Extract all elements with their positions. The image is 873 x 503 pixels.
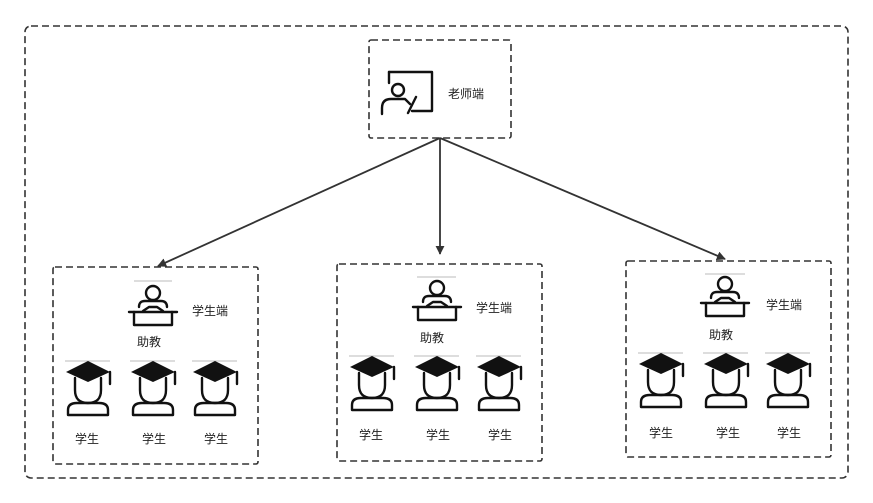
students-row: 学生 学生 学生 xyxy=(65,360,239,446)
student-label: 学生 xyxy=(142,431,166,446)
group-box xyxy=(52,266,259,465)
graduate-student-icon xyxy=(131,361,177,417)
student-label: 学生 xyxy=(649,425,673,440)
student-1: 学生 xyxy=(349,355,396,442)
student-3: 学生 xyxy=(476,355,523,442)
student-label: 学生 xyxy=(777,425,801,440)
student-2: 学生 xyxy=(414,355,461,442)
graduate-student-icon xyxy=(704,353,750,409)
outer-frame xyxy=(24,25,849,479)
arrows xyxy=(157,137,726,267)
student-2: 学生 xyxy=(130,360,177,446)
student-label: 学生 xyxy=(359,427,383,442)
graduate-student-icon xyxy=(193,361,239,417)
arrow-to-group-1 xyxy=(157,137,441,267)
assistant-label: 助教 xyxy=(137,334,161,349)
graduate-student-icon xyxy=(66,361,112,417)
assistant-label: 助教 xyxy=(709,327,733,342)
assistant-label: 助教 xyxy=(420,330,444,345)
student-3: 学生 xyxy=(192,360,239,446)
student-label: 学生 xyxy=(426,427,450,442)
graduate-student-icon xyxy=(639,353,685,409)
group-title: 学生端 xyxy=(766,297,802,312)
student-3: 学生 xyxy=(765,352,812,440)
students-row: 学生 学生 学生 xyxy=(638,352,812,440)
assistant-lectern-icon xyxy=(127,284,179,327)
group-title: 学生端 xyxy=(192,303,228,318)
student-label: 学生 xyxy=(75,431,99,446)
graduate-student-icon xyxy=(477,356,523,412)
student-group-1: 学生端 助教 学生 学生 xyxy=(52,266,259,465)
student-label: 学生 xyxy=(488,427,512,442)
teacher-whiteboard-icon xyxy=(380,70,434,116)
teacher-label: 老师端 xyxy=(448,87,484,101)
student-group-2: 学生端 助教 学生 学生 xyxy=(336,263,543,462)
graduate-student-icon xyxy=(766,353,812,409)
student-1: 学生 xyxy=(65,360,112,446)
graduate-student-icon xyxy=(350,356,396,412)
assistant-lectern-icon xyxy=(411,279,463,322)
student-label: 学生 xyxy=(716,425,740,440)
student-label: 学生 xyxy=(204,431,228,446)
group-box xyxy=(336,263,543,462)
student-1: 学生 xyxy=(638,352,685,440)
teacher-node: 老师端 xyxy=(368,39,512,139)
students-row: 学生 学生 学生 xyxy=(349,355,523,442)
group-title: 学生端 xyxy=(476,300,512,315)
group-box xyxy=(625,260,832,458)
graduate-student-icon xyxy=(415,356,461,412)
assistant-lectern-icon xyxy=(699,275,751,318)
arrow-to-group-3 xyxy=(439,137,726,260)
student-2: 学生 xyxy=(703,352,750,440)
teacher-box xyxy=(368,39,512,139)
student-group-3: 学生端 助教 学生 学生 xyxy=(625,260,832,458)
